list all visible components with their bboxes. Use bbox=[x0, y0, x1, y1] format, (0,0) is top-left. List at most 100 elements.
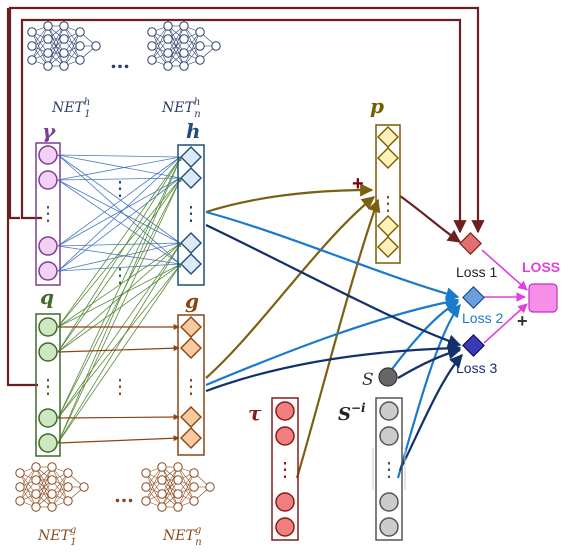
gamma-h-edge bbox=[57, 263, 181, 272]
tau-column: ⋮ τ bbox=[248, 397, 299, 541]
q-to-g-connections bbox=[57, 324, 180, 444]
gamma-h-edge bbox=[57, 154, 181, 244]
gamma-h-edge bbox=[57, 179, 181, 265]
h-node bbox=[180, 232, 202, 254]
q-column: ⋮ q bbox=[35, 285, 61, 457]
g-nodes bbox=[180, 316, 202, 449]
gamma-h-edge bbox=[57, 177, 181, 247]
gamma-h-edge bbox=[57, 154, 181, 179]
main-arrows bbox=[205, 183, 528, 479]
gamma-h-edge bbox=[57, 177, 181, 181]
loss-plus-sign: + bbox=[517, 311, 528, 331]
p-nodes bbox=[377, 126, 399, 258]
gamma-node bbox=[38, 236, 58, 256]
net-h-1-icon bbox=[27, 21, 101, 71]
g-node bbox=[180, 406, 202, 428]
loss3-label: Loss 3 bbox=[456, 360, 497, 376]
s-label: S bbox=[362, 370, 374, 390]
tau-vdots: ⋮ bbox=[275, 457, 295, 481]
gamma-h-edge bbox=[57, 154, 181, 265]
g-label: g bbox=[185, 289, 199, 313]
q-h-vdots: ⋮ bbox=[110, 263, 130, 287]
q-g-edge bbox=[57, 414, 180, 421]
q-g-vdots: ⋮ bbox=[110, 374, 130, 398]
loss3-diamond bbox=[462, 334, 485, 357]
s-node bbox=[378, 367, 398, 387]
q-node bbox=[38, 317, 58, 337]
feedback-loops bbox=[6, 6, 485, 387]
s-minus-i-node bbox=[379, 517, 399, 537]
h-column: ⋮ h bbox=[177, 119, 205, 286]
s-minus-i-node bbox=[379, 426, 399, 446]
gamma-h-edge bbox=[57, 154, 181, 158]
net-g-ellipsis: … bbox=[114, 483, 134, 507]
g-column: ⋮ g bbox=[177, 289, 205, 456]
q-node bbox=[38, 342, 58, 362]
q-h-edge bbox=[57, 263, 182, 328]
tau-label: τ bbox=[248, 401, 262, 425]
q-h-edge bbox=[57, 263, 182, 444]
net-g-n-icon bbox=[141, 462, 215, 512]
net-h-ellipsis: … bbox=[110, 49, 130, 73]
loss-nodes: Loss 1 Loss 2 Loss 3 LOSS + bbox=[456, 232, 560, 376]
loss2-diamond bbox=[462, 286, 485, 309]
s-minus-i-node bbox=[379, 492, 399, 512]
gamma-node bbox=[38, 170, 58, 190]
q-h-edge bbox=[57, 177, 182, 328]
q-h-edge bbox=[57, 156, 182, 419]
s-minus-i-column: ⋮ S−i bbox=[338, 397, 406, 541]
q-label: q bbox=[40, 285, 54, 309]
gamma-h-edge bbox=[57, 156, 181, 181]
total-loss-box bbox=[528, 283, 558, 313]
gamma-h-edge bbox=[57, 179, 181, 244]
h-node bbox=[180, 167, 202, 189]
q-h-edge bbox=[57, 177, 182, 419]
q-h-edge bbox=[57, 156, 182, 353]
q-h-edge bbox=[57, 242, 182, 444]
g-node bbox=[180, 337, 202, 359]
p-node bbox=[377, 126, 399, 148]
p-column: ⋮ p + bbox=[352, 94, 401, 264]
p-node bbox=[377, 236, 399, 258]
loss1-label: Loss 1 bbox=[456, 264, 497, 280]
q-h-edge bbox=[57, 177, 182, 353]
p-plus-sign: + bbox=[352, 173, 364, 195]
gamma-h-edge bbox=[57, 156, 181, 272]
gamma-h-edge bbox=[57, 156, 181, 247]
h-vdots: ⋮ bbox=[181, 201, 201, 225]
gamma-h-vdots: ⋮ bbox=[110, 176, 130, 200]
net-h-networks bbox=[27, 21, 221, 71]
s-minus-i-label: S−i bbox=[338, 401, 366, 425]
loss1-diamond bbox=[459, 232, 482, 255]
gamma-h-edge bbox=[57, 242, 181, 247]
net-g-1-icon bbox=[15, 462, 89, 512]
h-node bbox=[180, 253, 202, 275]
net-h-n-icon bbox=[147, 21, 221, 71]
q-h-edge bbox=[57, 156, 182, 444]
h-nodes bbox=[180, 146, 202, 275]
h-node bbox=[180, 146, 202, 168]
tau-node bbox=[275, 517, 295, 537]
g-vdots: ⋮ bbox=[181, 374, 201, 398]
gamma-column: ⋮ γ bbox=[35, 119, 61, 286]
q-vdots: ⋮ bbox=[38, 374, 58, 398]
gamma-h-edge bbox=[57, 177, 181, 272]
gamma-vdots: ⋮ bbox=[38, 201, 58, 225]
g-node bbox=[180, 427, 202, 449]
p-node bbox=[377, 215, 399, 237]
s-node-group: S bbox=[362, 367, 398, 390]
gamma-node bbox=[38, 145, 58, 165]
p-label: p bbox=[370, 94, 384, 118]
s-minus-i-vdots: ⋮ bbox=[379, 457, 399, 481]
p-vdots: ⋮ bbox=[378, 191, 398, 215]
tau-node bbox=[275, 401, 295, 421]
q-h-edge bbox=[57, 177, 182, 444]
q-node bbox=[38, 433, 58, 453]
p-node bbox=[377, 147, 399, 169]
net-g-networks bbox=[15, 462, 215, 512]
q-g-edge bbox=[57, 345, 180, 353]
